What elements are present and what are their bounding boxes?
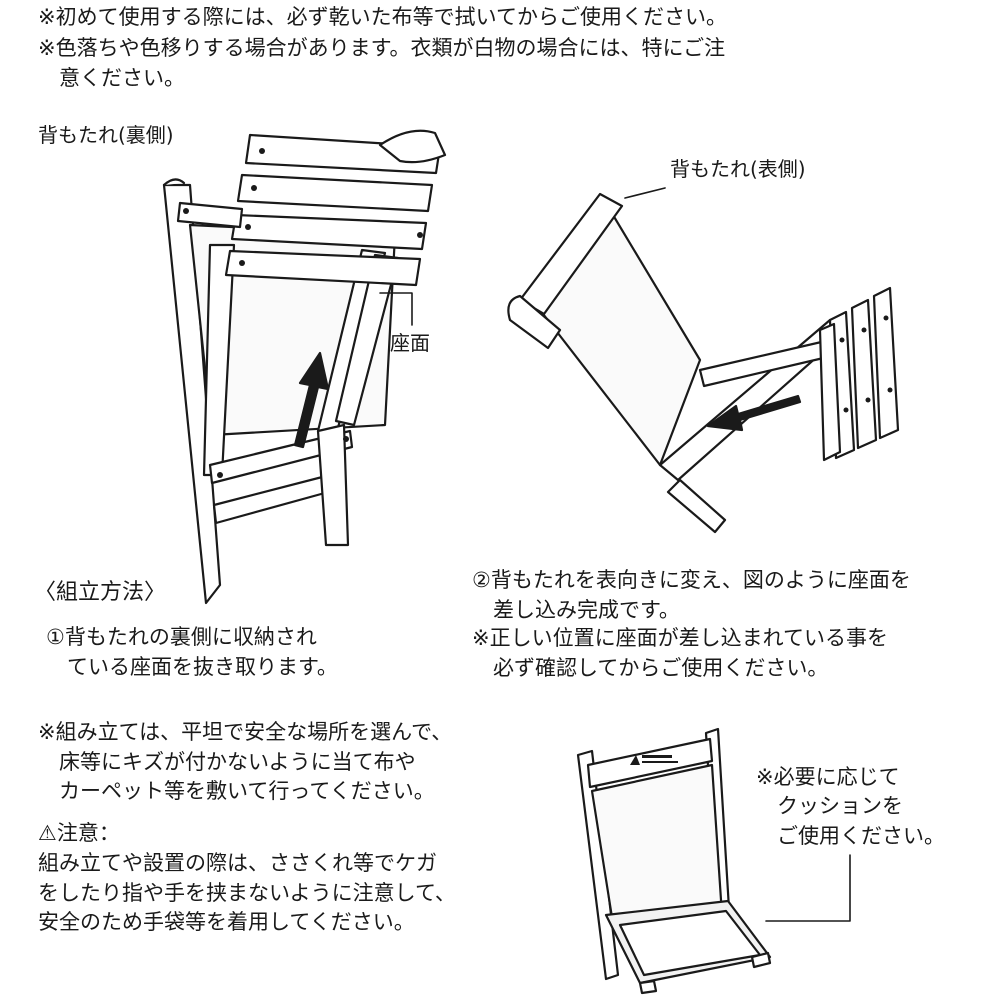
assembly-heading: 〈組立方法〉	[34, 580, 167, 605]
cushion-note-line3: ご使用ください。	[756, 824, 945, 848]
label-backrest-front: 背もたれ(表側)	[670, 157, 806, 181]
note-color-fade: ※色落ちや色移りする場合があります。衣類が白物の場合には、特にご注	[38, 36, 726, 60]
step2-line1: ②背もたれを表向きに変え、図のように座面を	[472, 568, 911, 592]
note-dry-cloth: ※初めて使用する際には、必ず乾いた布等で拭いてからご使用ください。	[38, 5, 727, 29]
cushion-note-line1: ※必要に応じて	[756, 765, 900, 789]
caution-line2: をしたり指や手を挟まないように注意して、	[38, 881, 456, 905]
step1-line2: ている座面を抜き取ります。	[46, 655, 338, 679]
figure-assembled-chair	[576, 727, 851, 995]
assembly-note-line1: ※組み立ては、平坦で安全な場所を選んで、	[38, 720, 453, 744]
step1-line1: ①背もたれの裏側に収納され	[46, 625, 317, 649]
step2-note1: ※正しい位置に座面が差し込まれている事を	[472, 626, 888, 650]
figure-step1-chair-rear	[162, 129, 447, 605]
assembly-note-line3: カーペット等を敷いて行ってください。	[38, 779, 435, 803]
label-backrest-rear: 背もたれ(裏側)	[38, 123, 174, 147]
label-seat: 座面	[390, 331, 430, 355]
assembly-note-line2: 床等にキズが付かないように当て布や	[38, 750, 416, 774]
step2-note2: 必ず確認してからご使用ください。	[472, 656, 829, 680]
caution-line1: 組み立てや設置の際は、ささくれ等でケガ	[38, 851, 437, 875]
caution-line3: 安全のため手袋等を着用してください。	[38, 910, 415, 934]
step2-line2: 差し込み完成です。	[472, 598, 680, 622]
cushion-note-line2: クッションを	[756, 794, 903, 818]
note-color-fade-cont: 意ください。	[38, 66, 185, 90]
figure-step2-insert-seat	[507, 187, 900, 534]
caution-title: ⚠注意：	[38, 821, 120, 845]
